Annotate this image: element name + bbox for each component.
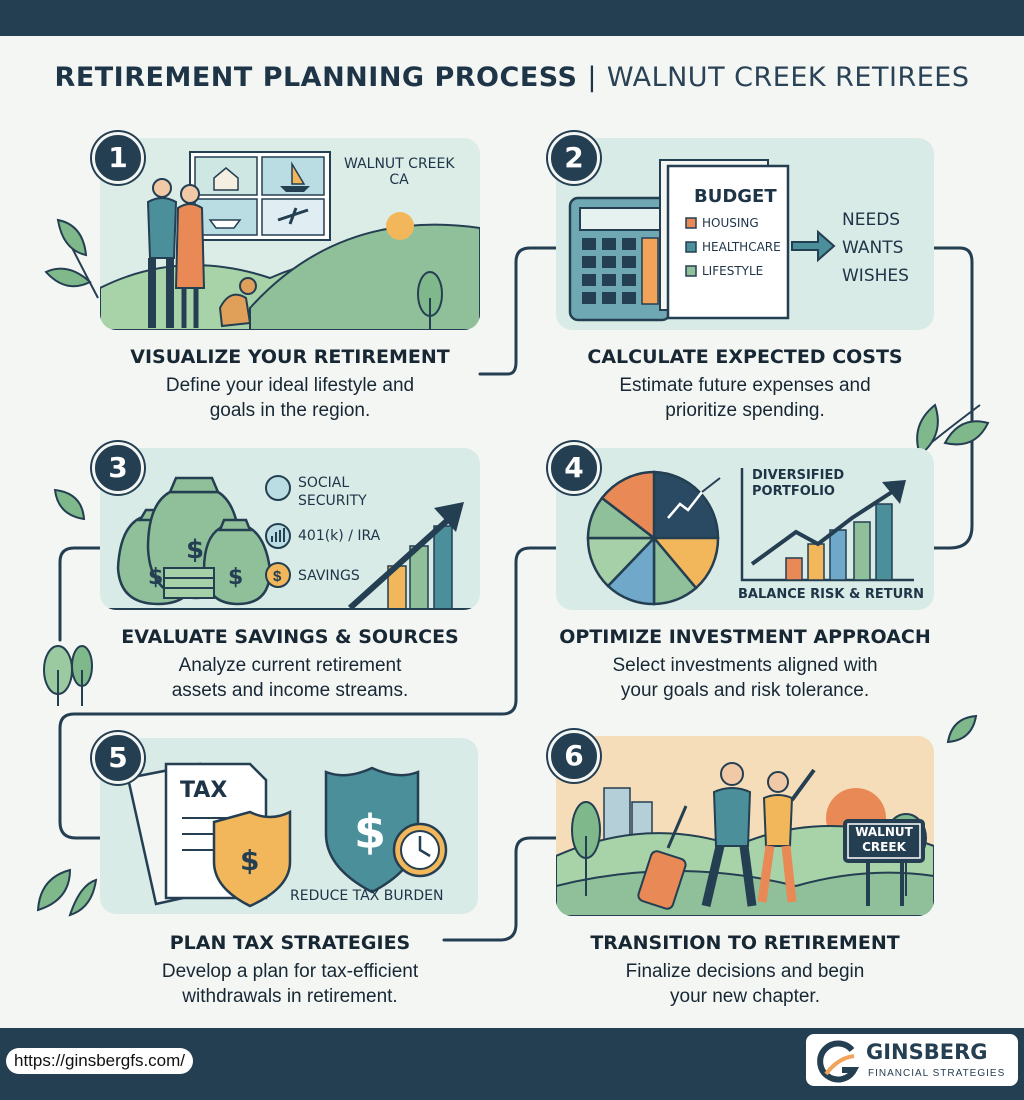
source-social-security: SOCIAL SECURITY xyxy=(298,475,367,509)
leaf-icon xyxy=(44,218,99,299)
budget-illustration xyxy=(568,159,836,322)
website-link[interactable]: https://ginsbergfs.com/ xyxy=(6,1048,194,1074)
savings-illustration: $ $ $ $ xyxy=(100,475,480,610)
brand-tagline: FINANCIAL STRATEGIES xyxy=(868,1068,1006,1079)
svg-text:$: $ xyxy=(148,565,163,590)
step-4-badge: 4 xyxy=(548,442,600,494)
transition-illustration xyxy=(556,762,934,916)
step-1-title: VISUALIZE YOUR RETIREMENT xyxy=(130,346,450,368)
tax-illustration: $ $ xyxy=(126,762,448,908)
leaf-icon xyxy=(53,488,86,521)
svg-text:$: $ xyxy=(273,568,282,585)
brand-name: GINSBERG xyxy=(866,1040,988,1064)
portfolio-illustration xyxy=(586,468,914,606)
step-2-badge: 2 xyxy=(548,132,600,184)
step-3-title: EVALUATE SAVINGS & SOURCES xyxy=(121,626,459,648)
source-savings: SAVINGS xyxy=(298,568,360,584)
step-6-title: TRANSITION TO RETIREMENT xyxy=(590,932,900,954)
title-subtitle: WALNUT CREEK RETIREES xyxy=(606,62,970,93)
budget-item: HOUSING xyxy=(702,216,759,230)
budget-item: LIFESTYLE xyxy=(702,264,764,278)
walnut-creek-sign: WALNUT CREEK xyxy=(855,825,913,854)
retirement-vision-illustration xyxy=(100,151,480,330)
reduce-tax-label: REDUCE TAX BURDEN xyxy=(290,888,444,904)
title-separator: | xyxy=(587,62,597,93)
step-4-title: OPTIMIZE INVESTMENT APPROACH xyxy=(559,626,931,648)
leaf-icon xyxy=(946,714,978,744)
source-401k: 401(k) / IRA xyxy=(298,528,381,544)
shield-dollar-icon: $ xyxy=(324,766,420,894)
priority-list: NEEDS WANTS WISHES xyxy=(842,210,909,286)
step-2-title: CALCULATE EXPECTED COSTS xyxy=(587,346,903,368)
step-5-title: PLAN TAX STRATEGIES xyxy=(169,932,411,954)
step-3-badge: 3 xyxy=(92,442,144,494)
balance-label: BALANCE RISK & RETURN xyxy=(738,587,925,602)
tree-icon xyxy=(43,645,93,706)
top-bar xyxy=(0,0,1024,36)
budget-item: HEALTHCARE xyxy=(702,240,781,254)
calculator-icon xyxy=(568,196,672,322)
step-1-description: Define your ideal lifestyle and goals in… xyxy=(165,375,415,421)
step-2-card: BUDGET HOUSING HEALTHCARE LIFESTYLE NEED… xyxy=(556,138,934,330)
step-4-card: DIVERSIFIED PORTFOLIO BALANCE RISK & RET… xyxy=(556,448,934,610)
step-6-badge: 6 xyxy=(548,730,600,782)
svg-text:$: $ xyxy=(354,805,386,859)
step-5-card: $ $ TAX REDUCE TAX BURDEN xyxy=(100,738,478,914)
pie-chart-icon xyxy=(586,470,720,606)
svg-text:$: $ xyxy=(240,844,259,877)
ginsberg-logo-mark xyxy=(817,1040,860,1083)
page-title: RETIREMENT PLANNING PROCESS | WALNUT CRE… xyxy=(0,62,1024,93)
portfolio-label: DIVERSIFIED PORTFOLIO xyxy=(752,468,845,499)
step-2-description: Estimate future expenses and prioritize … xyxy=(619,375,871,421)
clock-icon xyxy=(392,822,448,878)
location-label: WALNUT CREEK CA xyxy=(344,156,455,188)
step-5-description: Develop a plan for tax-efficient withdra… xyxy=(161,961,419,1007)
ginsberg-logo xyxy=(806,1034,1018,1086)
growth-arrow-icon xyxy=(347,502,464,610)
step-6-card: WALNUT CREEK xyxy=(556,736,934,916)
step-1-badge: 1 xyxy=(92,132,144,184)
budget-title: BUDGET xyxy=(694,186,777,207)
step-3-card: $ $ $ $ SOCIAL SECURITY 401(k) / IRA SAV… xyxy=(100,448,480,610)
tax-label: TAX xyxy=(180,778,228,803)
svg-text:$: $ xyxy=(228,565,243,590)
step-4-description: Select investments aligned with your goa… xyxy=(612,655,878,701)
step-5-badge: 5 xyxy=(92,732,144,784)
step-6-description: Finalize decisions and begin your new ch… xyxy=(625,961,865,1007)
title-main: RETIREMENT PLANNING PROCESS xyxy=(54,62,578,93)
step-3-description: Analyze current retirement assets and in… xyxy=(171,655,409,701)
leaf-icon xyxy=(36,868,98,917)
svg-text:$: $ xyxy=(186,535,204,565)
step-1-card: WALNUT CREEK CA xyxy=(100,138,480,330)
